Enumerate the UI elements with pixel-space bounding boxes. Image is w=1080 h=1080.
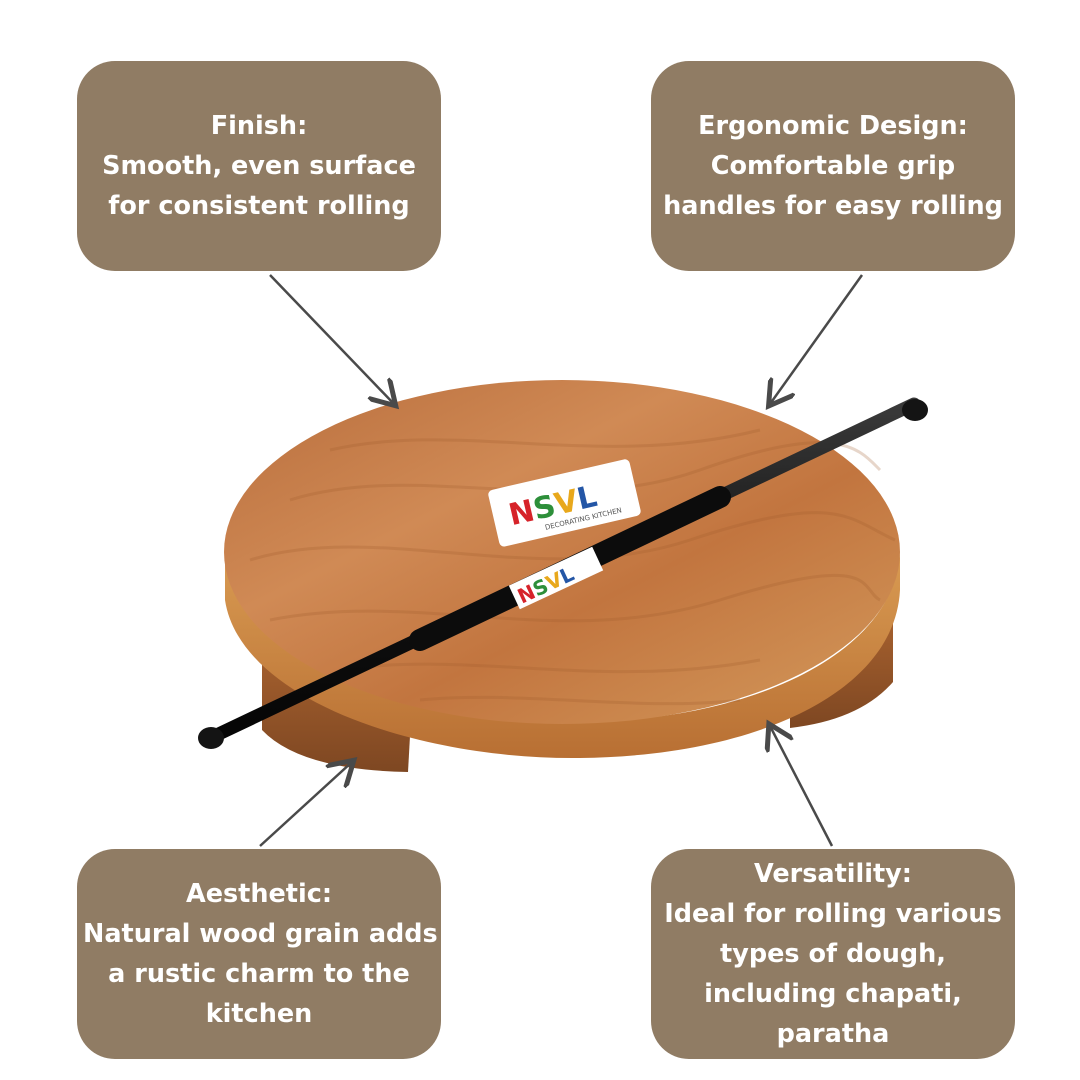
brand-logo: NSVL bbox=[506, 479, 601, 533]
callout-versatility-line: paratha bbox=[776, 1019, 890, 1049]
callout-aesthetic-heading: Aesthetic: bbox=[185, 879, 333, 909]
callout-versatility-heading: Versatility: bbox=[753, 859, 913, 889]
board-top bbox=[224, 380, 900, 724]
callout-finish-line: for consistent rolling bbox=[108, 191, 410, 221]
callout-ergonomic-design: Ergonomic Design: Comfortable grip handl… bbox=[651, 61, 1015, 271]
brand-sticker: NSVL DECORATING KITCHEN bbox=[488, 459, 641, 547]
callout-versatility-line: Ideal for rolling various bbox=[664, 899, 1002, 929]
callout-ergonomic-line: handles for easy rolling bbox=[663, 191, 1003, 221]
callout-aesthetic-line: Natural wood grain adds bbox=[83, 919, 438, 949]
rolling-pin: NSVL bbox=[198, 397, 928, 749]
callout-ergonomic-heading: Ergonomic Design: bbox=[698, 111, 968, 141]
wood-grain bbox=[249, 428, 896, 706]
callout-finish-heading: Finish: bbox=[210, 111, 308, 141]
callout-aesthetic-line: kitchen bbox=[205, 999, 313, 1029]
callout-versatility-line: types of dough, bbox=[720, 939, 946, 969]
board-edge bbox=[225, 552, 900, 759]
callout-aesthetic-line: a rustic charm to the bbox=[108, 959, 410, 989]
callout-aesthetic: Aesthetic: Natural wood grain adds a rus… bbox=[77, 849, 441, 1059]
callout-versatility: Versatility: Ideal for rolling various t… bbox=[651, 849, 1015, 1059]
callout-versatility-line: including chapati, bbox=[704, 979, 962, 1009]
callout-finish-line: Smooth, even surface bbox=[102, 151, 416, 181]
callout-finish: Finish: Smooth, even surface for consist… bbox=[77, 61, 441, 271]
callout-ergonomic-line: Comfortable grip bbox=[710, 151, 956, 181]
